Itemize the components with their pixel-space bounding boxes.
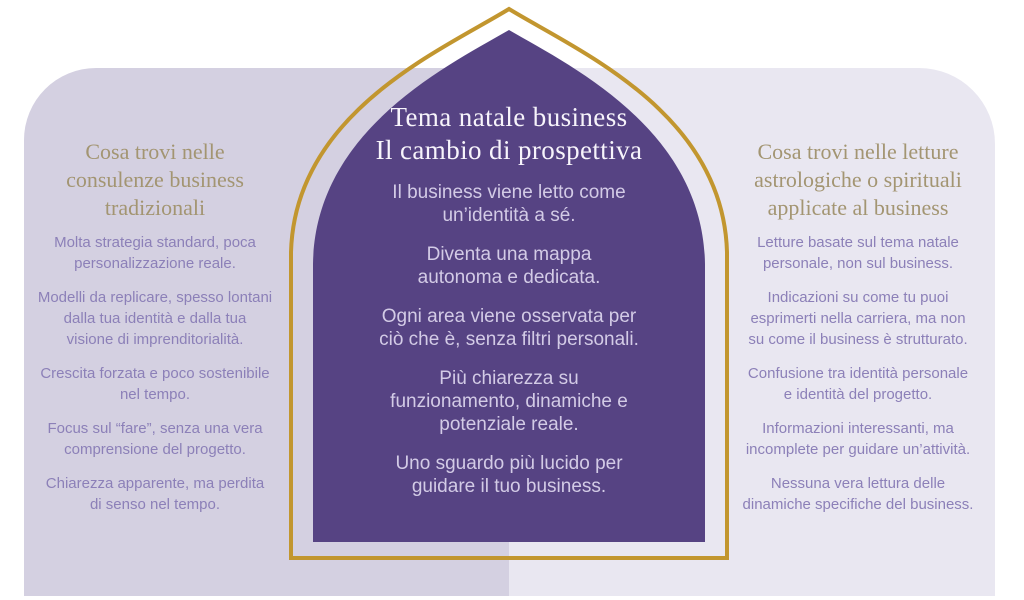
right-panel-heading: Cosa trovi nelle letture astrologiche o … (754, 139, 962, 220)
right-panel-content: Cosa trovi nelle letture astrologiche o … (730, 138, 986, 528)
center-point: Il business viene letto come un’identità… (392, 182, 626, 226)
list-item: Indicazioni su come tu puoi esprimerti n… (748, 289, 968, 348)
list-item: Informazioni interessanti, ma incomplete… (745, 420, 971, 458)
center-content: Tema natale business Il cambio di prospe… (327, 101, 691, 514)
center-point: Ogni area viene osservata per ciò che è,… (379, 306, 639, 350)
left-panel-heading: Cosa trovi nelle consulenze business tra… (66, 139, 244, 220)
list-item: Confusione tra identità personale e iden… (747, 365, 969, 403)
list-item: Modelli da replicare, spesso lontani dal… (37, 289, 273, 348)
center-title: Tema natale business Il cambio di prospe… (375, 102, 643, 165)
center-point: Più chiarezza su funzionamento, dinamich… (390, 368, 628, 435)
center-point: Diventa una mappa autonoma e dedicata. (417, 244, 601, 288)
list-item: Nessuna vera lettura delle dinamiche spe… (742, 475, 974, 513)
center-point: Uno sguardo più lucido per guidare il tu… (395, 453, 623, 497)
list-item: Crescita forzata e poco sostenibile nel … (40, 365, 270, 403)
list-item: Molta strategia standard, poca personali… (54, 234, 256, 272)
list-item: Chiarezza apparente, ma perdita di senso… (45, 475, 265, 513)
list-item: Letture basate sul tema natale personale… (757, 234, 959, 272)
left-panel-content: Cosa trovi nelle consulenze business tra… (27, 138, 283, 528)
list-item: Focus sul “fare”, senza una vera compren… (47, 420, 263, 458)
